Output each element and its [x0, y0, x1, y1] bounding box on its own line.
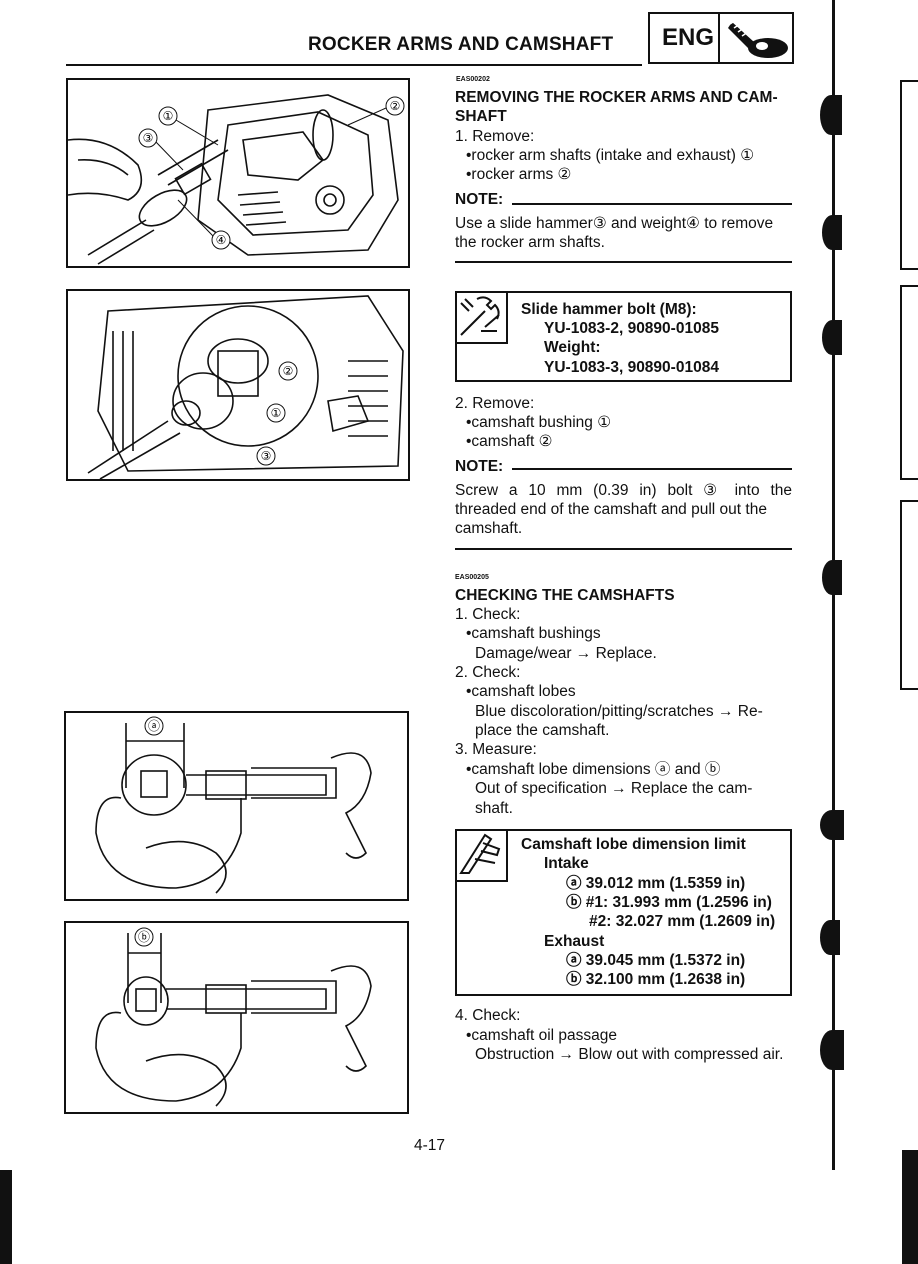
binding-hole-1	[820, 95, 842, 135]
tool-spec-line-3: Weight:	[544, 339, 601, 356]
scan-edge-left	[0, 1170, 12, 1264]
detail-lobes-2: place the camshaft.	[475, 722, 610, 739]
limit-exhaust-label: Exhaust	[544, 933, 605, 950]
note-text-2a: Screw a 10 mm (0.39 in) bolt ③ into the	[455, 482, 792, 499]
bullet-rocker-shafts: •rocker arm shafts (intake and exhaust) …	[466, 147, 755, 164]
limit-intake-label: Intake	[544, 855, 589, 872]
caliper-icon	[459, 833, 501, 874]
step-check-1: 1. Check:	[455, 606, 521, 623]
page-title: ROCKER ARMS AND CAMSHAFT	[308, 34, 614, 55]
bullet-camshaft-lobes: •camshaft lobes	[466, 683, 576, 700]
wrench-tool-icon	[460, 296, 500, 336]
detail-measure-1: Out of specification → Replace the cam-	[475, 780, 753, 797]
binding-hole-3	[822, 320, 842, 355]
bullet-oil-passage: •camshaft oil passage	[466, 1027, 618, 1044]
section-badge-box	[648, 12, 794, 64]
figure-camshaft-removal: ① ② ③	[66, 289, 410, 481]
bullet-camshaft: •camshaft ②	[466, 433, 553, 450]
binding-hole-6	[820, 920, 840, 955]
limit-intake-b1: ⓑ #1: 31.993 mm (1.2596 in)	[566, 894, 772, 911]
section-title-removing-1: REMOVING THE ROCKER ARMS AND CAM-	[455, 89, 778, 106]
section-title-removing-2: SHAFT	[455, 108, 507, 125]
note-rule-1	[512, 203, 792, 205]
binding-hole-4	[822, 560, 842, 595]
step-remove-2: 2. Remove:	[455, 395, 535, 412]
bullet-camshaft-bushings: •camshaft bushings	[466, 625, 601, 642]
fig1-callout-2: ②	[390, 99, 401, 113]
tool-spec-line-4: YU-1083-3, 90890-01084	[544, 359, 719, 376]
binding-hole-7	[820, 1030, 844, 1070]
badge-divider	[718, 14, 720, 62]
note-text-2b: threaded end of the camshaft and pull ou…	[455, 501, 767, 518]
note-label-1: NOTE:	[455, 191, 504, 208]
limit-exhaust-a: ⓐ 39.045 mm (1.5372 in)	[566, 952, 746, 969]
note-end-rule-2	[455, 548, 792, 550]
tool-spec-box	[455, 291, 792, 382]
fig2-callout-1: ①	[271, 406, 282, 420]
detail-bushings: Damage/wear → Replace.	[475, 645, 657, 662]
limit-exhaust-b: ⓑ 32.100 mm (1.2638 in)	[566, 971, 746, 988]
section-title-checking: CHECKING THE CAMSHAFTS	[455, 587, 675, 604]
fig4-callout-b: ⓑ	[138, 930, 150, 944]
fig2-callout-2: ②	[283, 364, 294, 378]
detail-oil-passage: Obstruction → Blow out with compressed a…	[475, 1046, 784, 1063]
fig2-callout-3: ③	[261, 449, 272, 463]
note-rule-2	[512, 468, 792, 470]
section-code-checking: EAS00205	[455, 574, 489, 581]
step-check-2: 2. Check:	[455, 664, 521, 681]
limit-title: Camshaft lobe dimension limit	[521, 836, 746, 853]
fig1-callout-1: ①	[163, 109, 174, 123]
limit-intake-a: ⓐ 39.012 mm (1.5359 in)	[566, 875, 746, 892]
note-text-2c: camshaft.	[455, 520, 523, 537]
binding-hole-2	[822, 215, 842, 250]
bullet-lobe-dimensions: •camshaft lobe dimensions ⓐ and ⓑ	[466, 761, 721, 778]
tool-icon-frame	[455, 291, 508, 344]
step-remove-1: 1. Remove:	[455, 128, 535, 145]
section-badge-label: ENG	[662, 24, 715, 51]
thumb-tab-2	[900, 285, 918, 480]
fig3-callout-a: ⓐ	[148, 719, 160, 733]
header-rule	[66, 64, 642, 66]
thumb-tab-1	[900, 80, 918, 270]
step-check-4: 4. Check:	[455, 1007, 521, 1024]
binding-hole-5	[820, 810, 844, 840]
figure-lobe-dimension-b: ⓑ	[64, 921, 409, 1114]
note-text-1b: the rocker arm shafts.	[455, 234, 605, 251]
bullet-camshaft-bushing: •camshaft bushing ①	[466, 414, 612, 431]
detail-measure-2: shaft.	[475, 800, 513, 817]
scan-edge-right	[902, 1150, 918, 1264]
engine-bolt-icon	[728, 19, 788, 58]
fig1-callout-3: ③	[143, 131, 154, 145]
note-label-2: NOTE:	[455, 458, 504, 475]
figure-lobe-dimension-a: ⓐ	[64, 711, 409, 901]
thumb-tab-3	[900, 500, 918, 690]
section-code-removing: EAS00202	[456, 76, 490, 83]
limit-intake-b2: #2: 32.027 mm (1.2609 in)	[589, 913, 776, 930]
fig1-callout-4: ④	[216, 233, 227, 247]
page-number: 4-17	[414, 1137, 446, 1154]
note-end-rule-1	[455, 261, 792, 263]
detail-lobes-1: Blue discoloration/pitting/scratches → R…	[475, 703, 763, 720]
tool-spec-line-2: YU-1083-2, 90890-01085	[544, 320, 719, 337]
step-measure-3: 3. Measure:	[455, 741, 537, 758]
figure-rocker-shaft-removal: ① ② ③ ④	[66, 78, 410, 268]
limit-spec-box	[455, 829, 792, 996]
bullet-rocker-arms: •rocker arms ②	[466, 166, 572, 183]
caliper-icon-frame	[455, 829, 508, 882]
tool-spec-line-1: Slide hammer bolt (M8):	[521, 301, 697, 318]
note-text-1a: Use a slide hammer③ and weight④ to remov…	[455, 215, 774, 232]
